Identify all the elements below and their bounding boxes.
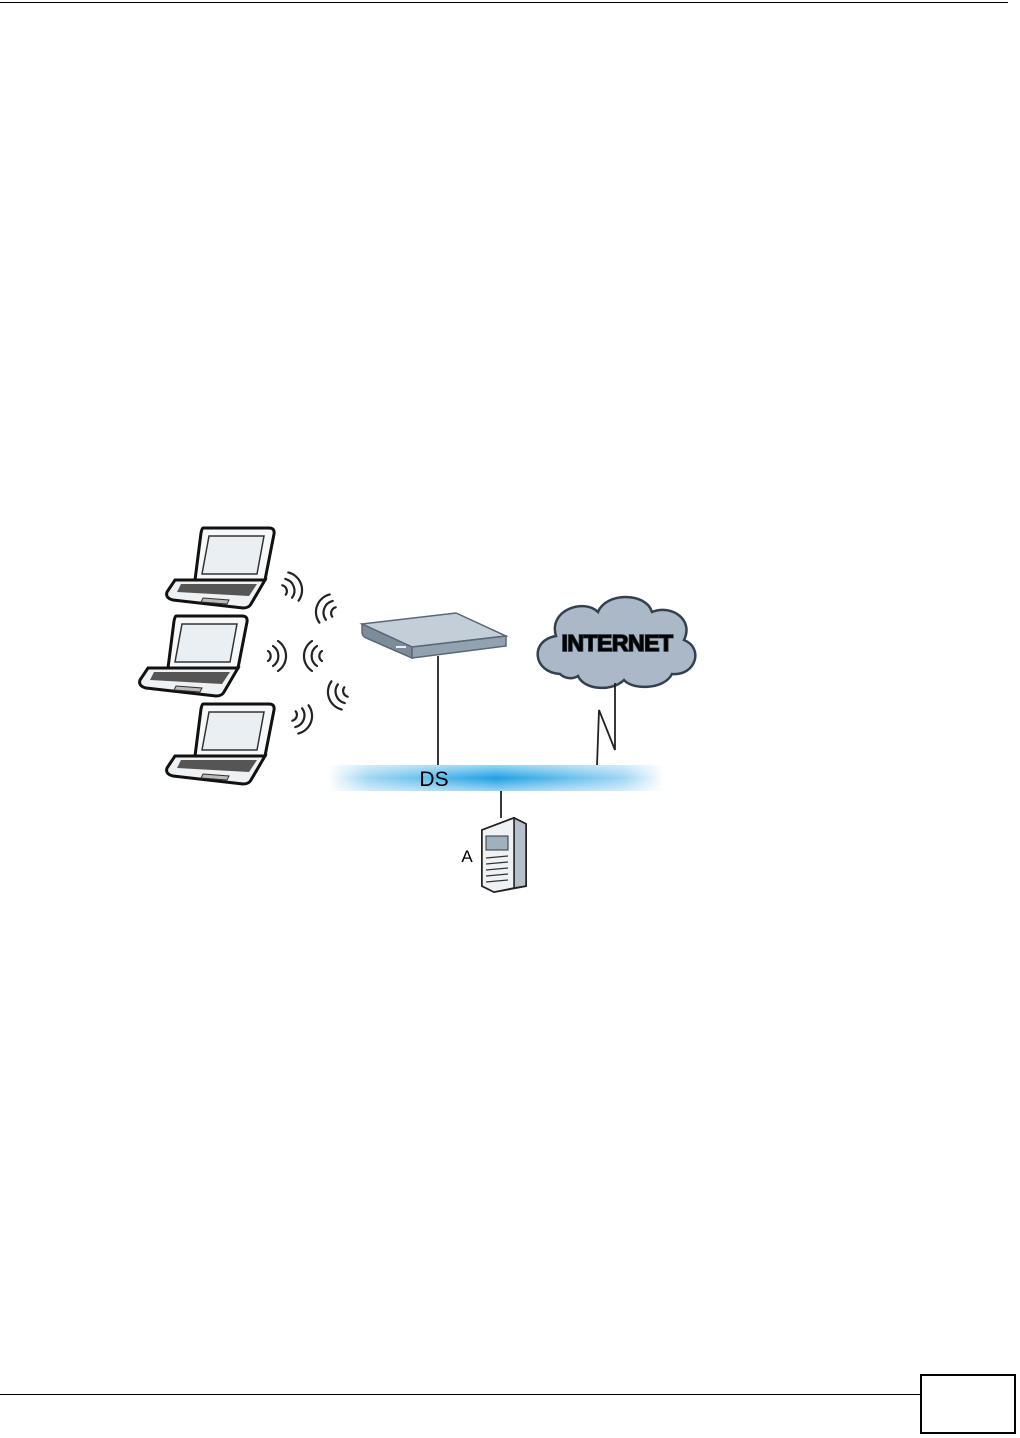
server-icon <box>482 818 526 892</box>
server-label: A <box>461 847 473 866</box>
wan-connection-line <box>597 683 615 766</box>
laptop-icon-top <box>167 528 275 608</box>
ds-label: DS <box>419 768 448 791</box>
ds-band <box>328 765 664 791</box>
footer-rule <box>0 1394 920 1395</box>
wireless-signal-icon <box>279 570 306 604</box>
wireless-signal-icon <box>304 641 322 671</box>
wireless-signal-icon <box>312 592 339 626</box>
laptop-icon-middle <box>140 616 248 696</box>
page-number-box <box>920 1374 1016 1434</box>
laptop-icon-bottom <box>167 704 275 784</box>
wireless-signal-icon <box>324 678 351 712</box>
access-point-icon <box>362 613 506 658</box>
wireless-signal-icon <box>289 702 316 736</box>
internet-label: INTERNET <box>562 630 673 656</box>
wireless-signal-icon <box>268 641 286 671</box>
